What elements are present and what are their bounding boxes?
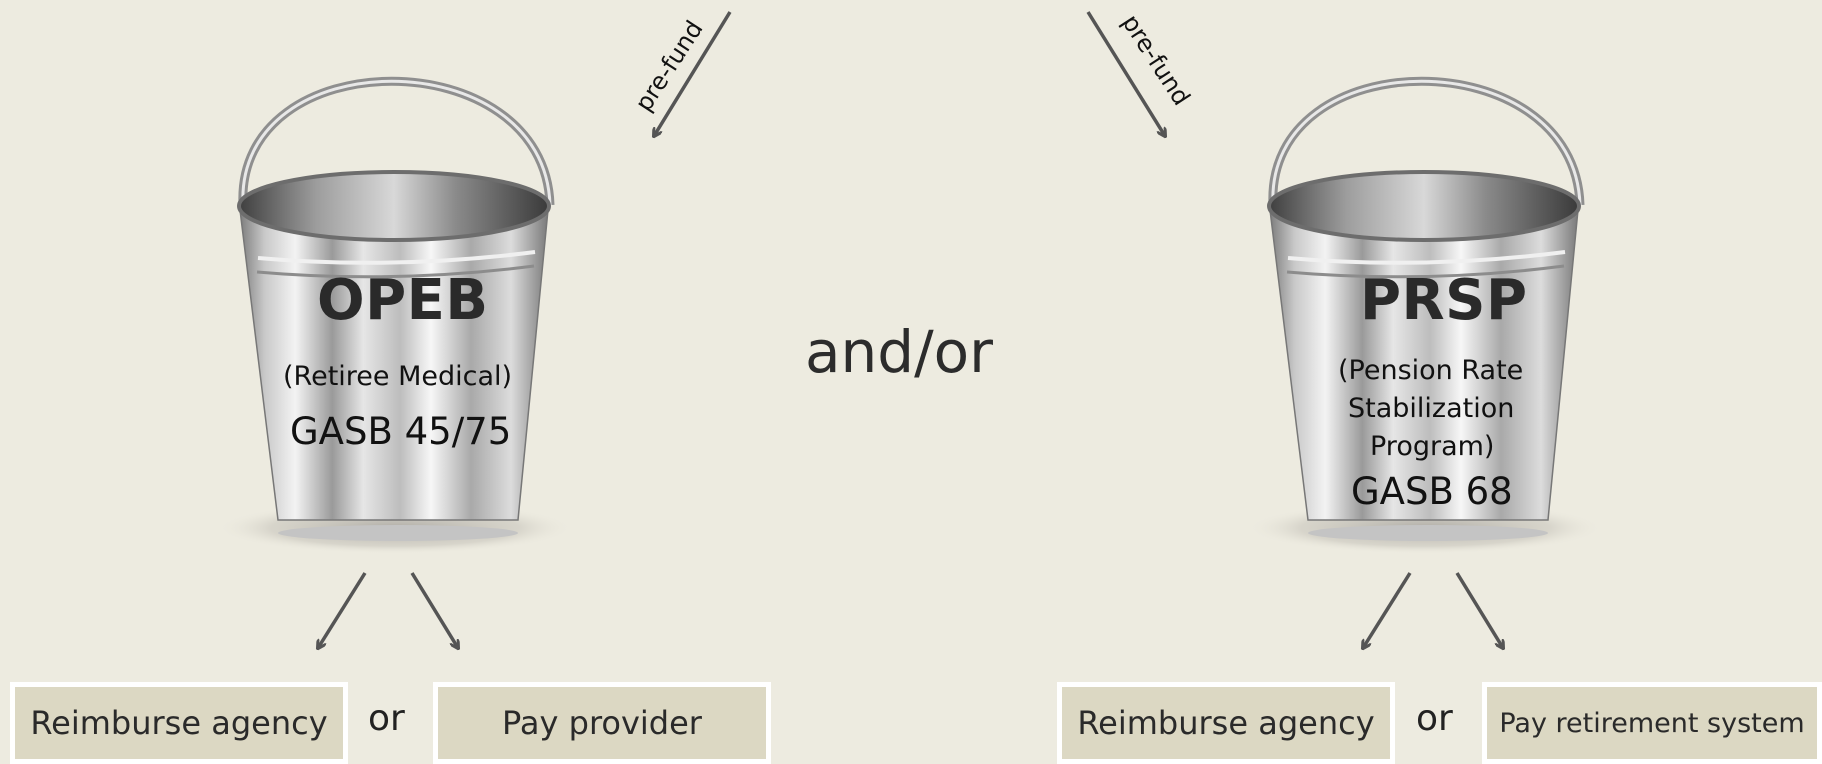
right-option-pay-retirement-system: Pay retirement system (1482, 682, 1822, 764)
left-option-reimburse-agency: Reimburse agency (10, 682, 348, 764)
left-bucket-standard: GASB 45/75 (290, 410, 512, 453)
left-bucket-title: OPEB (317, 268, 489, 333)
arrow-icon (1455, 572, 1503, 648)
bucket-icon (1247, 76, 1603, 554)
arrow-icon (410, 572, 458, 648)
right-bucket-subtitle-line-1: (Pension Rate (1338, 355, 1524, 386)
arrow-icon (318, 572, 367, 648)
right-or-connector: or (1416, 698, 1453, 739)
arrow-icon (1086, 11, 1165, 136)
arrow-icon (1363, 572, 1412, 648)
center-label: and/or (805, 318, 993, 386)
arrow-icon (654, 11, 732, 136)
right-option-reimburse-agency: Reimburse agency (1057, 682, 1395, 764)
right-bucket-subtitle-line-3: Program) (1370, 431, 1495, 462)
left-or-connector: or (368, 698, 405, 739)
left-bucket-subtitle: (Retiree Medical) (283, 361, 513, 392)
right-bucket-title: PRSP (1360, 268, 1528, 333)
right-bucket-standard: GASB 68 (1351, 470, 1513, 513)
right-bucket-subtitle-line-2: Stabilization (1348, 393, 1515, 424)
left-option-pay-provider: Pay provider (433, 682, 771, 764)
bucket-icon (217, 76, 573, 554)
